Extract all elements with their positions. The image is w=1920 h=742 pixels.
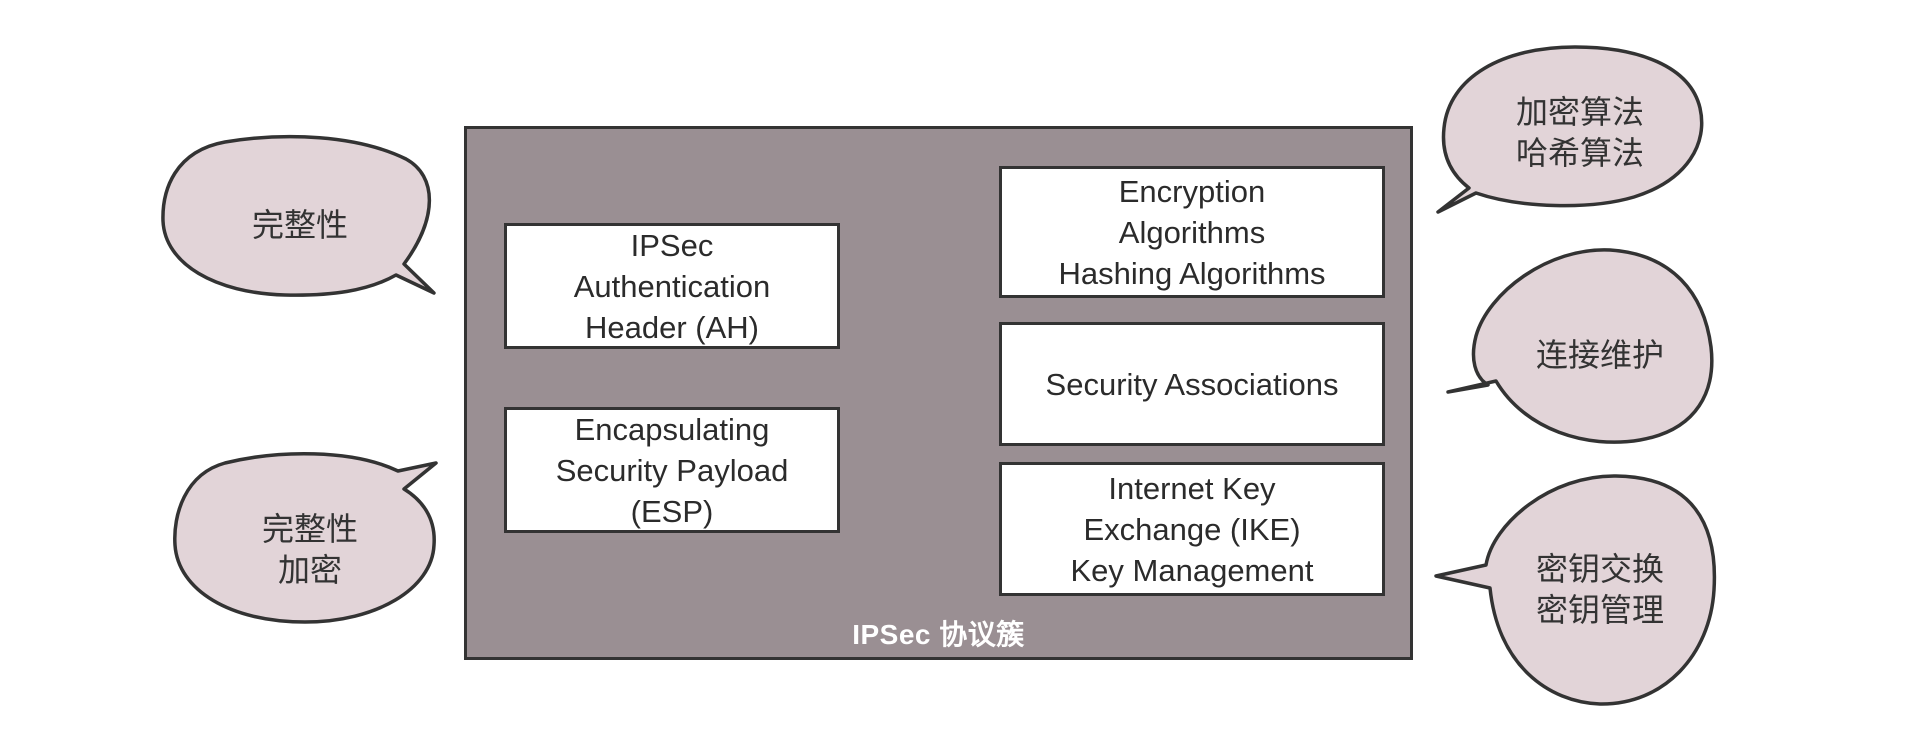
algorithms-box: Encryption Algorithms Hashing Algorithms xyxy=(999,166,1385,298)
callout-bubble-esp xyxy=(173,452,438,624)
callout-text-ike: 密钥交换 密钥管理 xyxy=(1535,550,1664,629)
callout-bubble-sa xyxy=(1446,248,1714,444)
callout-text-ah: 完整性 xyxy=(251,205,348,244)
callout-text-algorithms: 加密算法 哈希算法 xyxy=(1515,93,1644,172)
security-associations-box: Security Associations xyxy=(999,322,1385,446)
callout-bubble-ike xyxy=(1434,474,1717,706)
ike-box: Internet Key Exchange (IKE) Key Manageme… xyxy=(999,462,1385,596)
callout-text-sa: 连接维护 xyxy=(1535,335,1664,374)
callout-text-esp: 完整性 加密 xyxy=(261,510,358,589)
ipsec-suite-panel: IPSec Authentication Header (AH) Encapsu… xyxy=(464,126,1413,660)
callout-bubble-algorithms xyxy=(1436,45,1704,214)
esp-box: Encapsulating Security Payload (ESP) xyxy=(504,407,840,533)
callout-bubble-ah xyxy=(161,134,436,297)
suite-title: IPSec 协议簇 xyxy=(852,619,1025,650)
ah-box: IPSec Authentication Header (AH) xyxy=(504,223,840,349)
